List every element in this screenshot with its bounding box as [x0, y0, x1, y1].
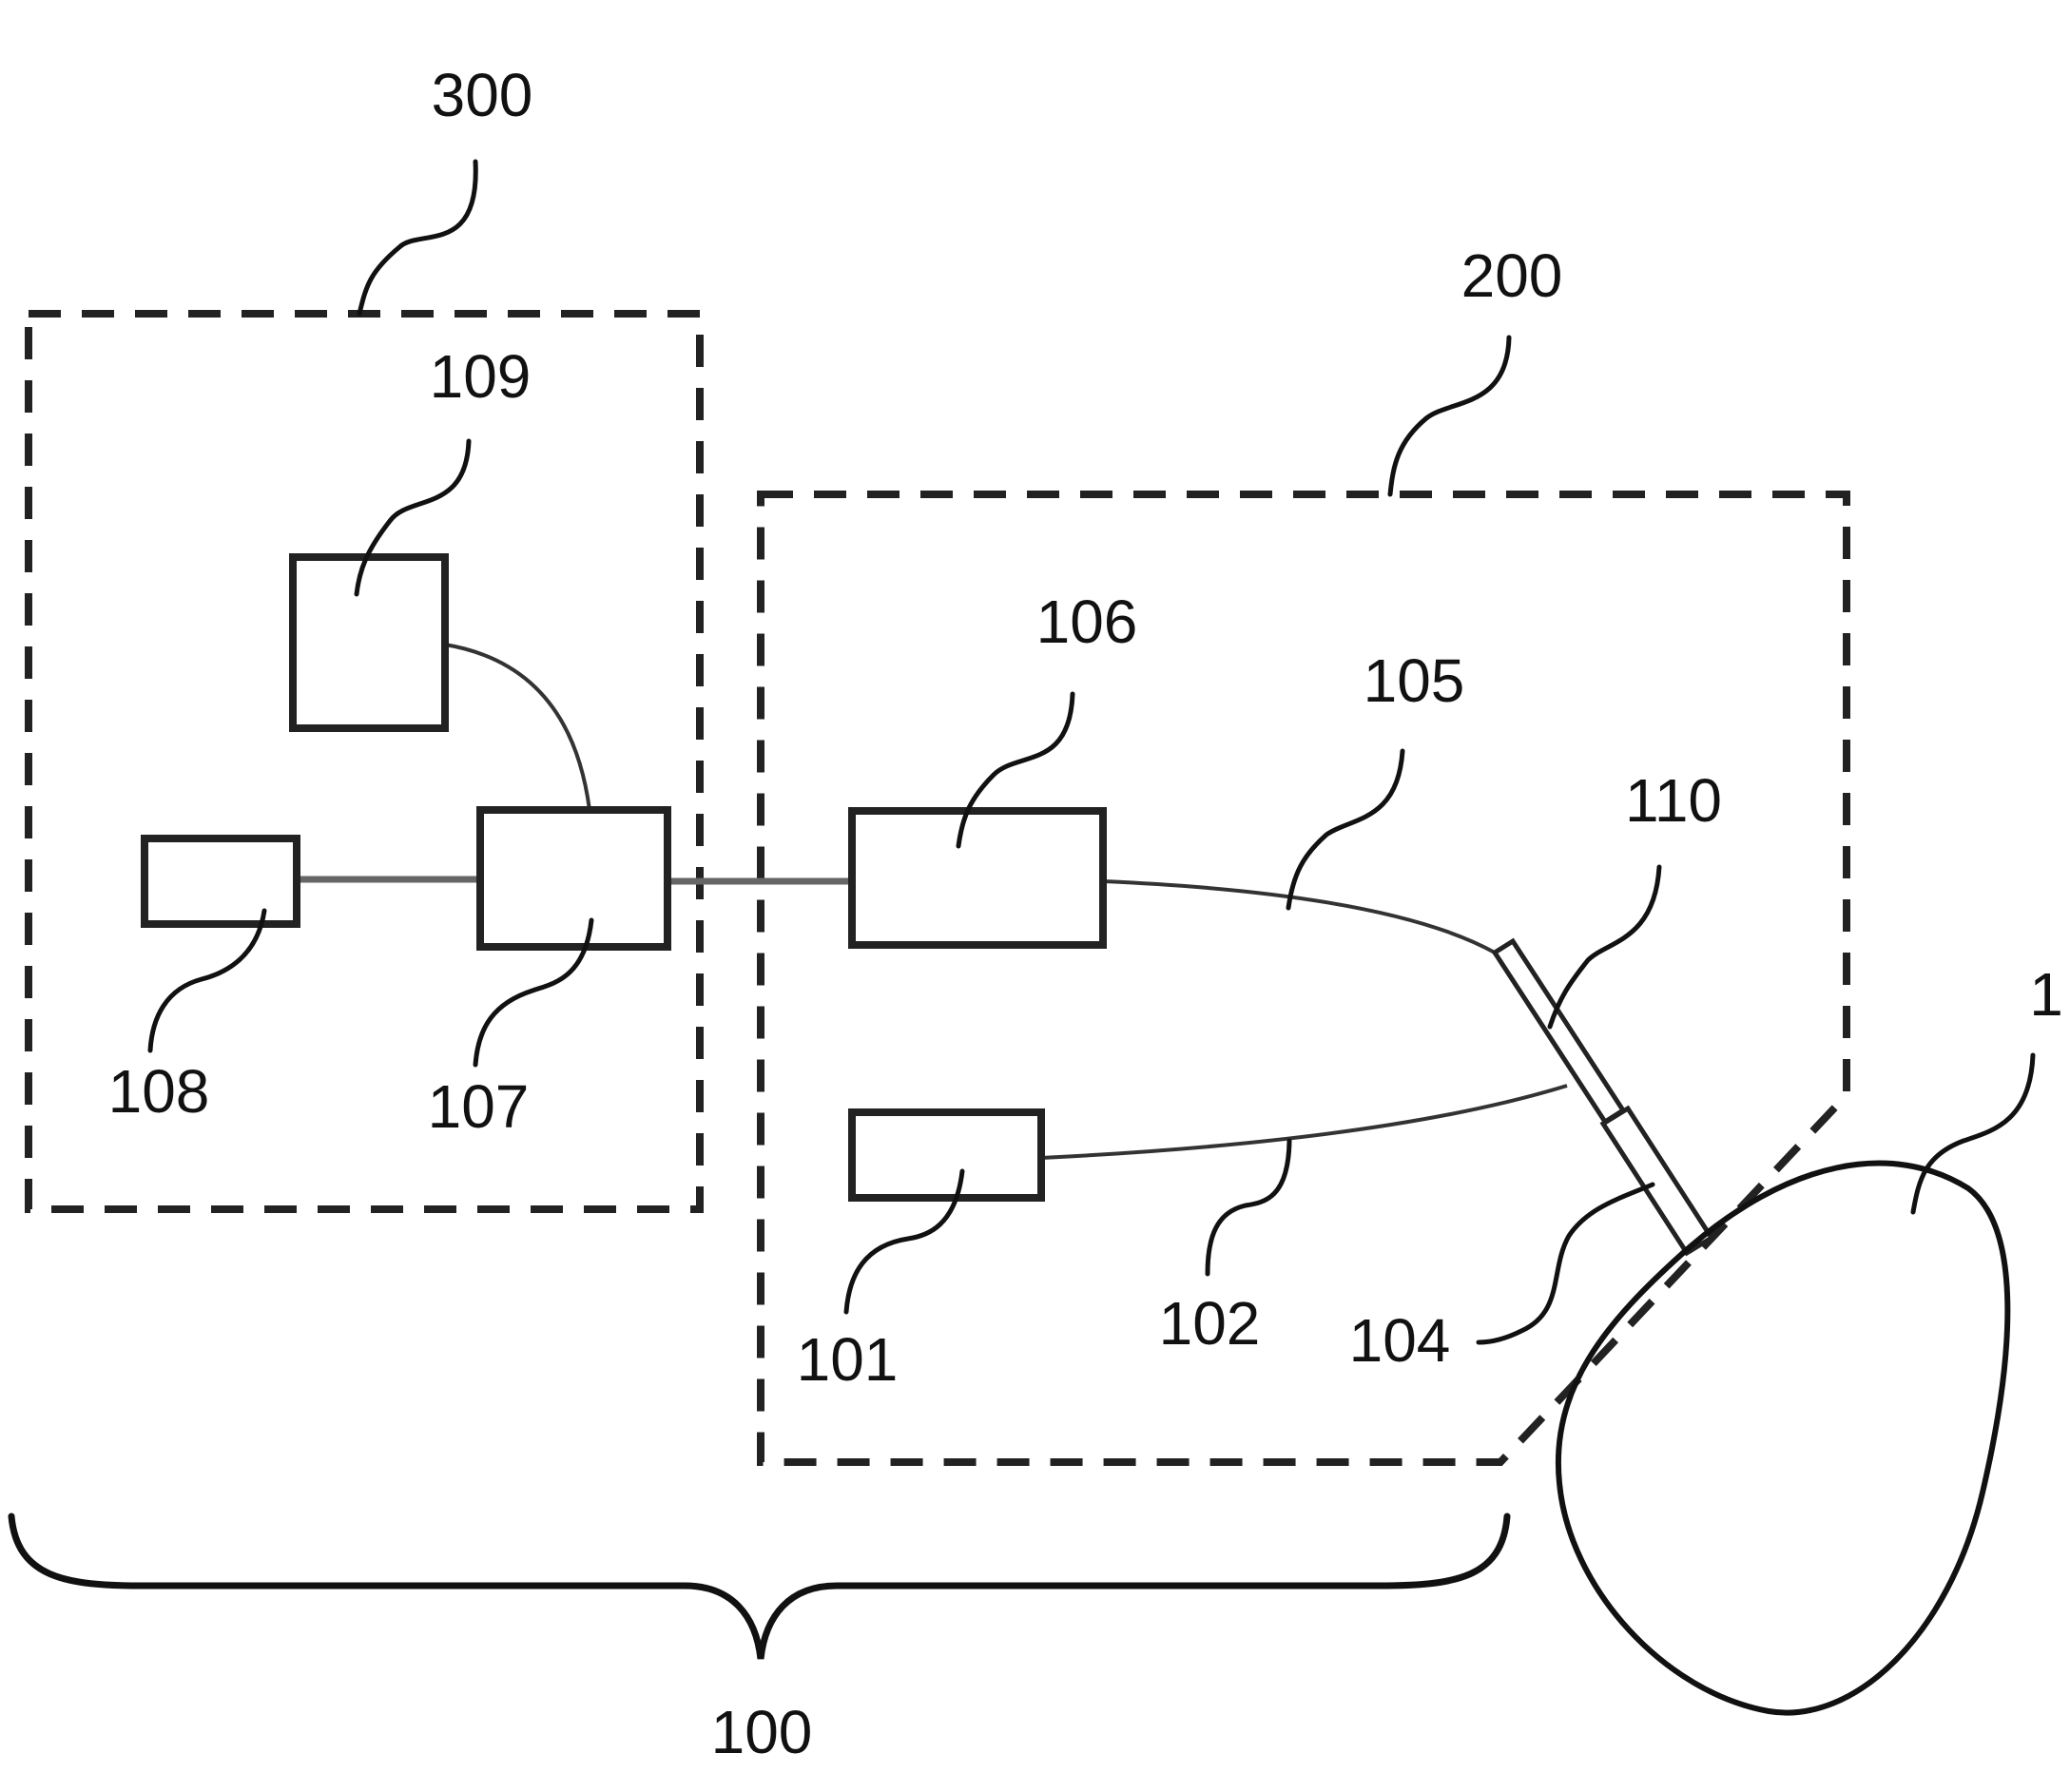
label-1: 1 — [2029, 960, 2063, 1029]
label-101: 101 — [797, 1325, 899, 1394]
box-101 — [852, 1112, 1041, 1198]
link-109-107 — [445, 645, 590, 810]
box-107 — [480, 810, 667, 947]
box-106 — [852, 811, 1103, 945]
label-107: 107 — [428, 1072, 530, 1141]
probe-104 — [1603, 1108, 1712, 1253]
fiber-105 — [1103, 881, 1495, 953]
group-200-boundary — [761, 494, 1847, 1462]
label-200: 200 — [1461, 241, 1563, 310]
label-100: 100 — [711, 1698, 813, 1766]
label-110: 110 — [1625, 766, 1722, 835]
leader-300 — [359, 162, 475, 314]
label-106: 106 — [1036, 588, 1138, 656]
leader-110 — [1550, 867, 1659, 1027]
organ-1 — [1558, 1164, 2007, 1713]
label-104: 104 — [1349, 1306, 1451, 1375]
probe-110 — [1495, 941, 1623, 1122]
leader-105 — [1288, 751, 1403, 908]
brace-100 — [11, 1516, 1507, 1659]
leader-104 — [1479, 1185, 1653, 1342]
leader-200 — [1390, 337, 1509, 494]
leader-108 — [150, 911, 264, 1050]
label-108: 108 — [108, 1057, 210, 1126]
leader-102 — [1208, 1141, 1289, 1274]
label-300: 300 — [432, 61, 533, 129]
label-109: 109 — [430, 342, 532, 411]
label-105: 105 — [1364, 646, 1465, 715]
label-102: 102 — [1159, 1289, 1261, 1358]
box-108 — [145, 838, 297, 924]
box-109 — [293, 557, 445, 728]
fiber-102 — [1041, 1086, 1567, 1158]
